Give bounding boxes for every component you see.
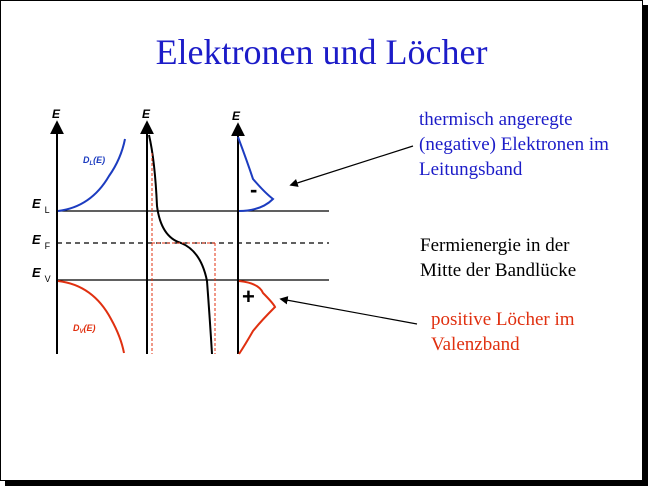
- electron-distribution-curve: [237, 136, 275, 212]
- caption-fermi-line-1: Fermienergie in der: [420, 235, 570, 256]
- valence-dos-curve: [57, 280, 125, 354]
- axis-1-label: E: [52, 107, 61, 121]
- holes-pointer-arrow: [279, 296, 418, 325]
- conduction-dos-curve: [57, 138, 126, 212]
- valence-dos-label: DV(E): [73, 323, 96, 335]
- caption-electrons-line-2: (negative) Elektronen im: [419, 134, 609, 155]
- plus-sign: +: [242, 284, 255, 309]
- caption-holes-line-2: Valenzband: [431, 334, 520, 355]
- electrons-pointer-arrow: [289, 145, 414, 187]
- minus-sign: -: [250, 177, 257, 202]
- caption-electrons-line-1: thermisch angeregte: [419, 109, 573, 130]
- caption-fermi: Fermienergie in der Mitte der Bandlücke: [420, 233, 576, 283]
- axis-2-label: E: [142, 107, 151, 121]
- caption-electrons-line-3: Leitungsband: [419, 159, 523, 180]
- axis-3-label: E: [232, 109, 241, 123]
- slide-title: Elektronen und Löcher: [155, 32, 488, 72]
- caption-holes: positive Löcher im Valenzband: [431, 307, 575, 357]
- fermi-distribution-curve: [148, 134, 213, 355]
- hole-distribution-curve: [238, 280, 277, 355]
- caption-holes-line-1: positive Löcher im: [431, 309, 575, 330]
- caption-fermi-line-2: Mitte der Bandlücke: [420, 260, 577, 281]
- caption-electrons: thermisch angeregte (negative) Elektrone…: [419, 107, 609, 182]
- conduction-dos-label: DL(E): [83, 155, 105, 167]
